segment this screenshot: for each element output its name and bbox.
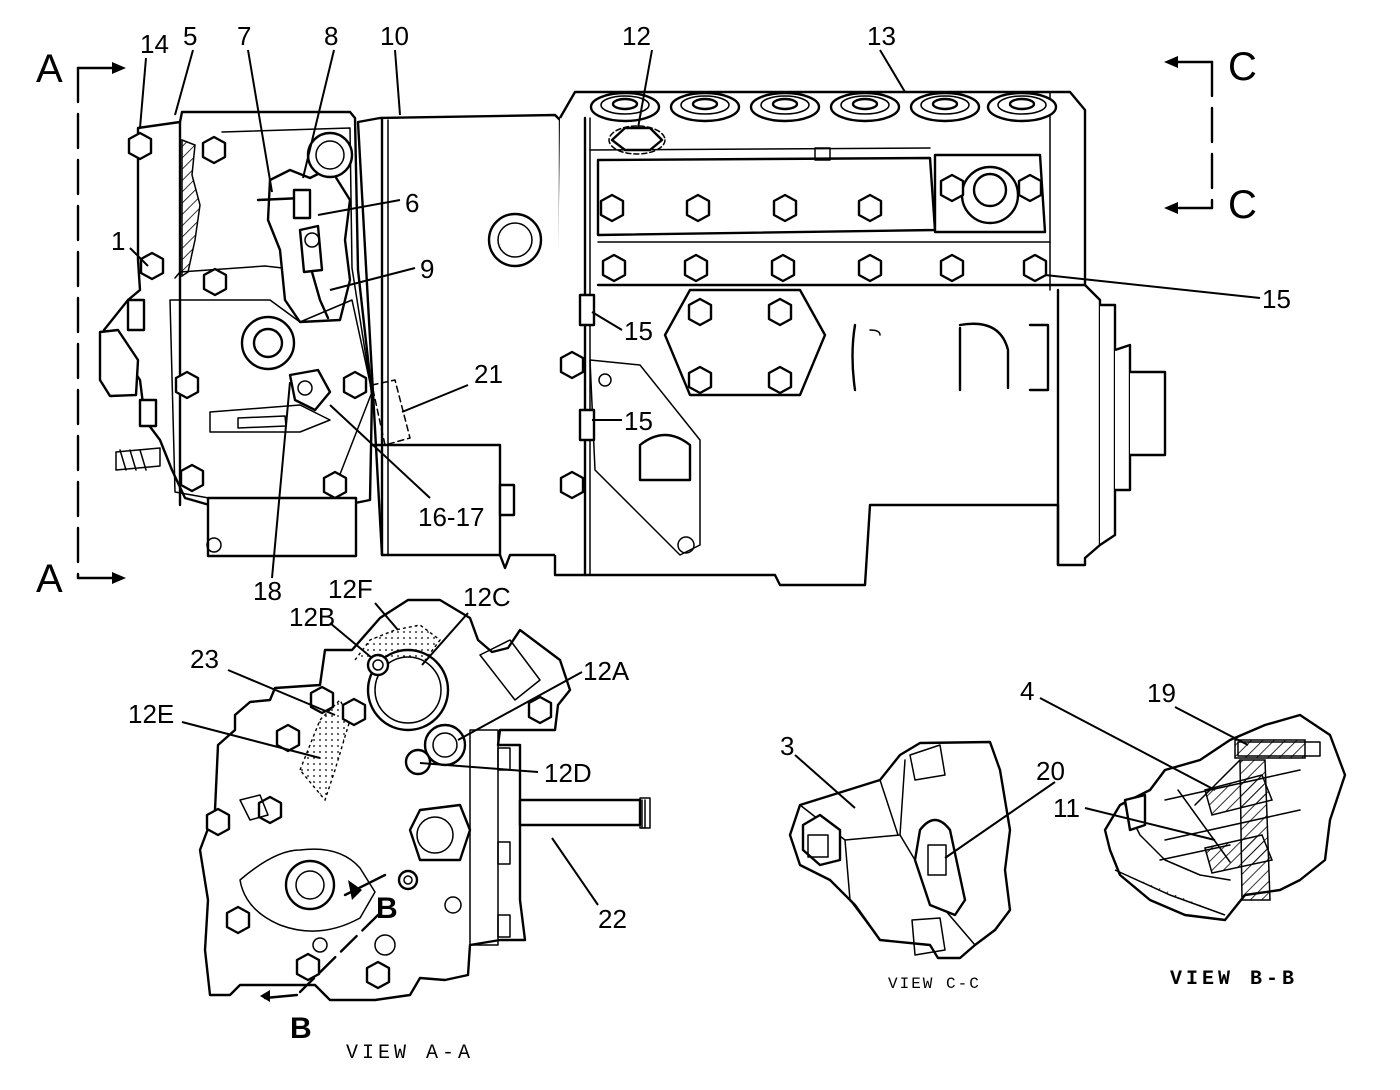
callout-12: 12	[622, 21, 651, 51]
callout-21: 21	[474, 359, 503, 389]
section-a-top: A	[36, 47, 63, 91]
callout-14: 14	[140, 29, 169, 59]
section-a-bottom: A	[36, 557, 63, 601]
callout-8: 8	[324, 21, 338, 51]
callout-13: 13	[867, 21, 896, 51]
caption-view-a-a: VIEW A-A	[346, 1042, 474, 1065]
section-letters: A A C C B B	[36, 45, 1257, 1045]
view-captions: VIEW A-A VIEW C-C VIEW B-B	[346, 968, 1298, 1065]
callout-15-mid: 15	[624, 316, 653, 346]
callout-4: 4	[1020, 676, 1034, 706]
callout-1: 1	[111, 226, 125, 256]
caption-view-b-b: VIEW B-B	[1170, 968, 1298, 991]
callout-22: 22	[598, 904, 627, 934]
callout-11: 11	[1053, 793, 1080, 823]
view-b-b	[1039, 697, 1347, 922]
section-b-lower: B	[290, 1012, 312, 1045]
callout-16-17: 16-17	[418, 502, 485, 532]
section-line-c	[1164, 56, 1214, 214]
callout-7: 7	[237, 21, 251, 51]
callout-18: 18	[253, 576, 282, 606]
callout-12f: 12F	[328, 574, 373, 604]
callout-23: 23	[190, 644, 219, 674]
callout-6: 6	[405, 188, 419, 218]
callout-5: 5	[183, 21, 197, 51]
callout-labels: 14 5 7 8 10 12 13 6 9 1 15 15 15 21 16-1…	[111, 21, 1291, 934]
view-c-c	[788, 740, 1056, 960]
callout-10: 10	[380, 21, 409, 51]
callout-19: 19	[1147, 678, 1176, 708]
section-line-a	[76, 62, 126, 584]
callout-20: 20	[1036, 756, 1065, 786]
callout-15-right: 15	[1262, 284, 1291, 314]
callout-12e: 12E	[128, 699, 174, 729]
governor-housing	[98, 110, 374, 558]
callout-3: 3	[780, 731, 794, 761]
callout-9: 9	[420, 254, 434, 284]
caption-view-c-c: VIEW C-C	[888, 975, 981, 993]
main-pump-view	[76, 56, 1214, 587]
section-c-top: C	[1228, 45, 1257, 89]
pump-body	[553, 90, 1167, 587]
callout-12d: 12D	[544, 758, 592, 788]
center-housing	[356, 113, 562, 570]
view-a-a-leaders	[181, 602, 599, 906]
main-view-leaders	[129, 49, 1261, 579]
section-b-upper: B	[376, 892, 398, 925]
view-a-a	[198, 598, 651, 1002]
callout-15-low: 15	[624, 406, 653, 436]
section-c-bottom: C	[1228, 183, 1257, 227]
callout-12a: 12A	[583, 656, 630, 686]
callout-12c: 12C	[463, 582, 511, 612]
callout-12b: 12B	[289, 602, 335, 632]
